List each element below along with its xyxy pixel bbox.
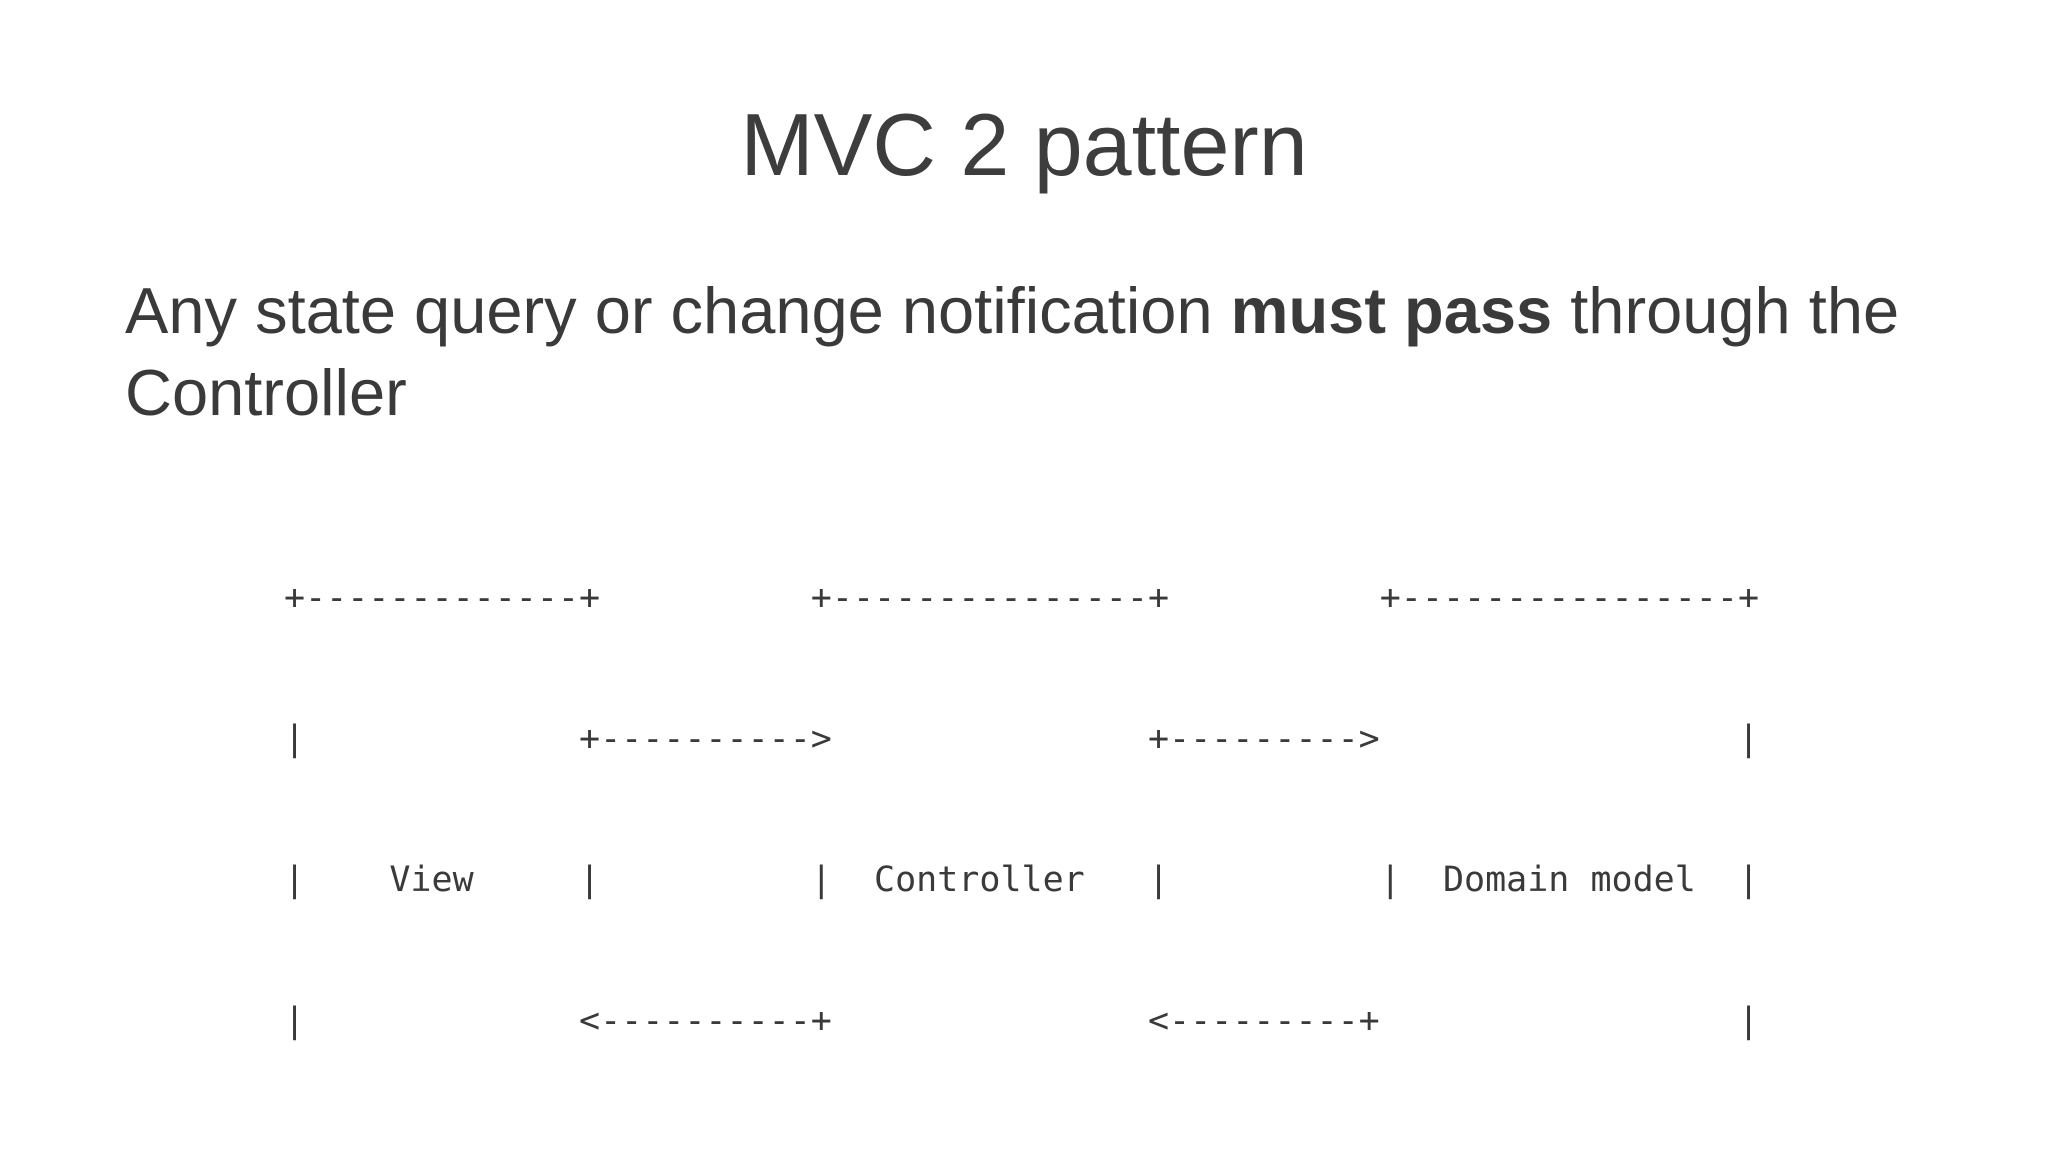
ascii-diagram-line-top-borders: +-------------+ +---------------+ +-----… <box>284 578 1760 618</box>
mvc-ascii-diagram: +-------------+ +---------------+ +-----… <box>284 481 1759 1152</box>
ascii-diagram-line-return-arrows: | <----------+ <---------+ | <box>284 1001 1760 1041</box>
body-line-2: Controller <box>125 356 407 429</box>
ascii-diagram-line-forward-arrows: | +----------> +---------> | <box>284 719 1760 759</box>
ascii-diagram-line-node-labels: | View | | Controller | | Domain model | <box>284 860 1760 900</box>
body-line-1-bold: must pass <box>1230 274 1553 347</box>
slide-title: MVC 2 pattern <box>740 95 1308 194</box>
ascii-diagram-line-bottom-borders: +-------------+ +---------------+ +-----… <box>284 1139 1759 1152</box>
body-line-1: Any state query or change notification m… <box>125 270 1925 352</box>
body-line-1-before: Any state query or change notification <box>125 274 1231 347</box>
body-paragraph: Any state query or change notification m… <box>125 270 1925 434</box>
body-line-1-after: through the <box>1552 274 1900 347</box>
